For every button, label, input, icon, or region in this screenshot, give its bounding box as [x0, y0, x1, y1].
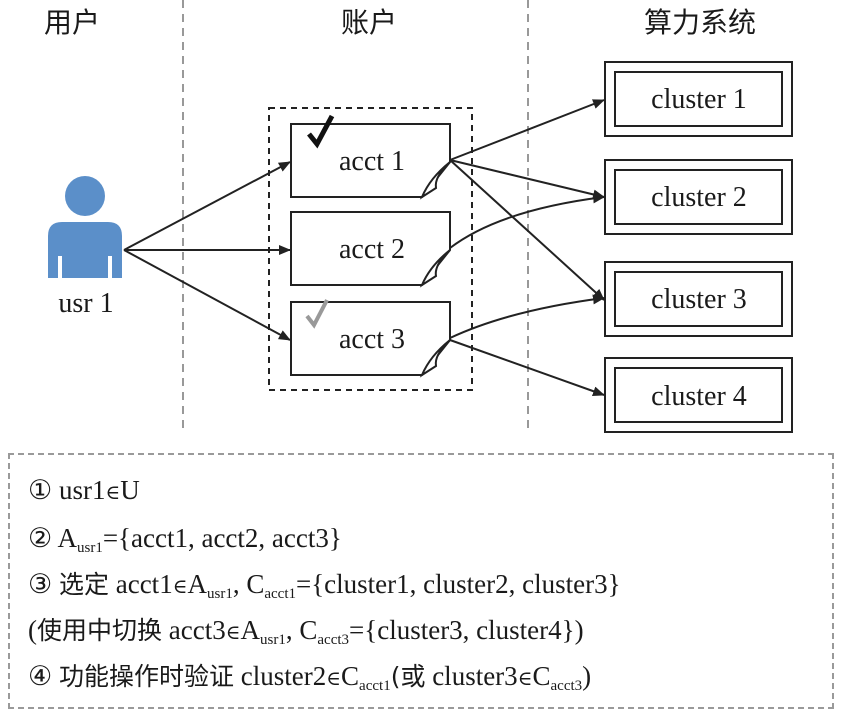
subscript: acct1 [359, 678, 391, 694]
cluster-label: cluster 1 [651, 84, 747, 115]
note-text: C [341, 661, 360, 691]
arrow-acct1-cluster3 [449, 159, 605, 301]
note-text: U [120, 475, 140, 505]
column-title-account: 账户 [341, 6, 397, 39]
note-text: A [187, 569, 208, 599]
account-card-2: acct 2 [290, 211, 451, 288]
subscript: usr1 [260, 632, 286, 648]
arrow-acct1-cluster1 [449, 99, 605, 161]
account-label: acct 3 [339, 324, 405, 355]
column-title-system: 算力系统 [644, 6, 756, 39]
note-line-4: (使用中切换 acct3∈Ausr1, Cacct3={cluster3, cl… [28, 613, 584, 657]
arrow-user-acct3 [123, 249, 291, 341]
column-title-user: 用户 [44, 6, 100, 39]
element-of-symbol: ∈ [326, 668, 342, 690]
note-text: usr1 [58, 475, 106, 505]
step-number: ③ [28, 569, 53, 599]
note-text: cluster3 [432, 661, 518, 691]
element-of-symbol: ∈ [225, 622, 241, 644]
note-text: , C [285, 615, 318, 645]
note-text: ( [28, 615, 37, 645]
cluster-box-3: cluster 3 [604, 261, 793, 337]
notes-box: ① usr1∈U ② Ausr1={acct1, acct2, acct3} ③… [8, 453, 834, 709]
note-line-1: ① usr1∈U [28, 473, 140, 510]
cluster-label: cluster 2 [651, 182, 747, 213]
note-text: , C [232, 569, 265, 599]
element-of-symbol: ∈ [172, 576, 188, 598]
subscript: acct1 [264, 586, 296, 602]
step-number: ① [28, 475, 53, 505]
diagram-canvas: 用户 账户 算力系统 usr 1 acct 1 acct 2 acct 3 cl… [44, 0, 793, 433]
account-card-1: acct 1 [290, 123, 451, 200]
step-number: ④ [28, 661, 53, 691]
note-text: ={acct1, acct2, acct3} [102, 523, 342, 553]
check-icon-black [307, 114, 335, 149]
note-text: acct3 [168, 615, 226, 645]
cluster-box-2: cluster 2 [604, 159, 793, 235]
note-text: C [532, 661, 551, 691]
user-icon [48, 176, 122, 278]
subscript: usr1 [207, 586, 233, 602]
note-line-5: ④ 功能操作时验证 cluster2∈Cacct1(或 cluster3∈Cac… [28, 659, 591, 703]
subscript: acct3 [317, 632, 350, 648]
note-text: ={cluster3, cluster4}) [349, 615, 584, 645]
note-text: 使用中切换 [37, 616, 163, 645]
note-text: cluster2 [240, 661, 327, 691]
note-text: ) [582, 661, 592, 691]
element-of-symbol: ∈ [517, 668, 533, 690]
note-text: ={cluster1, cluster2, cluster3} [296, 569, 621, 599]
account-label: acct 2 [339, 234, 405, 265]
note-text: A [240, 615, 261, 645]
subscript: usr1 [76, 540, 103, 556]
check-icon-gray [305, 299, 329, 329]
account-card-3: acct 3 [290, 301, 451, 378]
subscript: acct3 [550, 678, 583, 694]
note-text: (或 [390, 662, 426, 691]
arrow-user-acct1 [123, 161, 291, 251]
note-text: 功能操作时验证 [58, 662, 234, 691]
account-label: acct 1 [339, 146, 405, 177]
arrow-acct3-cluster3 [449, 294, 605, 339]
arrow-acct2-cluster2 [449, 193, 605, 249]
note-line-2: ② Ausr1={acct1, acct2, acct3} [28, 521, 342, 565]
arrow-acct3-cluster4 [449, 339, 605, 397]
arrow-acct1-cluster2 [449, 159, 605, 200]
note-text: acct1 [115, 569, 173, 599]
element-of-symbol: ∈ [105, 482, 121, 504]
cluster-label: cluster 4 [651, 381, 747, 412]
user-label: usr 1 [58, 288, 113, 319]
cluster-label: cluster 3 [651, 284, 747, 315]
cluster-box-1: cluster 1 [604, 61, 793, 137]
note-line-3: ③ 选定 acct1∈Ausr1, Cacct1={cluster1, clus… [28, 567, 621, 611]
note-text: 选定 [58, 570, 109, 599]
cluster-box-4: cluster 4 [604, 357, 793, 433]
step-number: ② [28, 523, 53, 553]
note-text: A [57, 523, 77, 553]
